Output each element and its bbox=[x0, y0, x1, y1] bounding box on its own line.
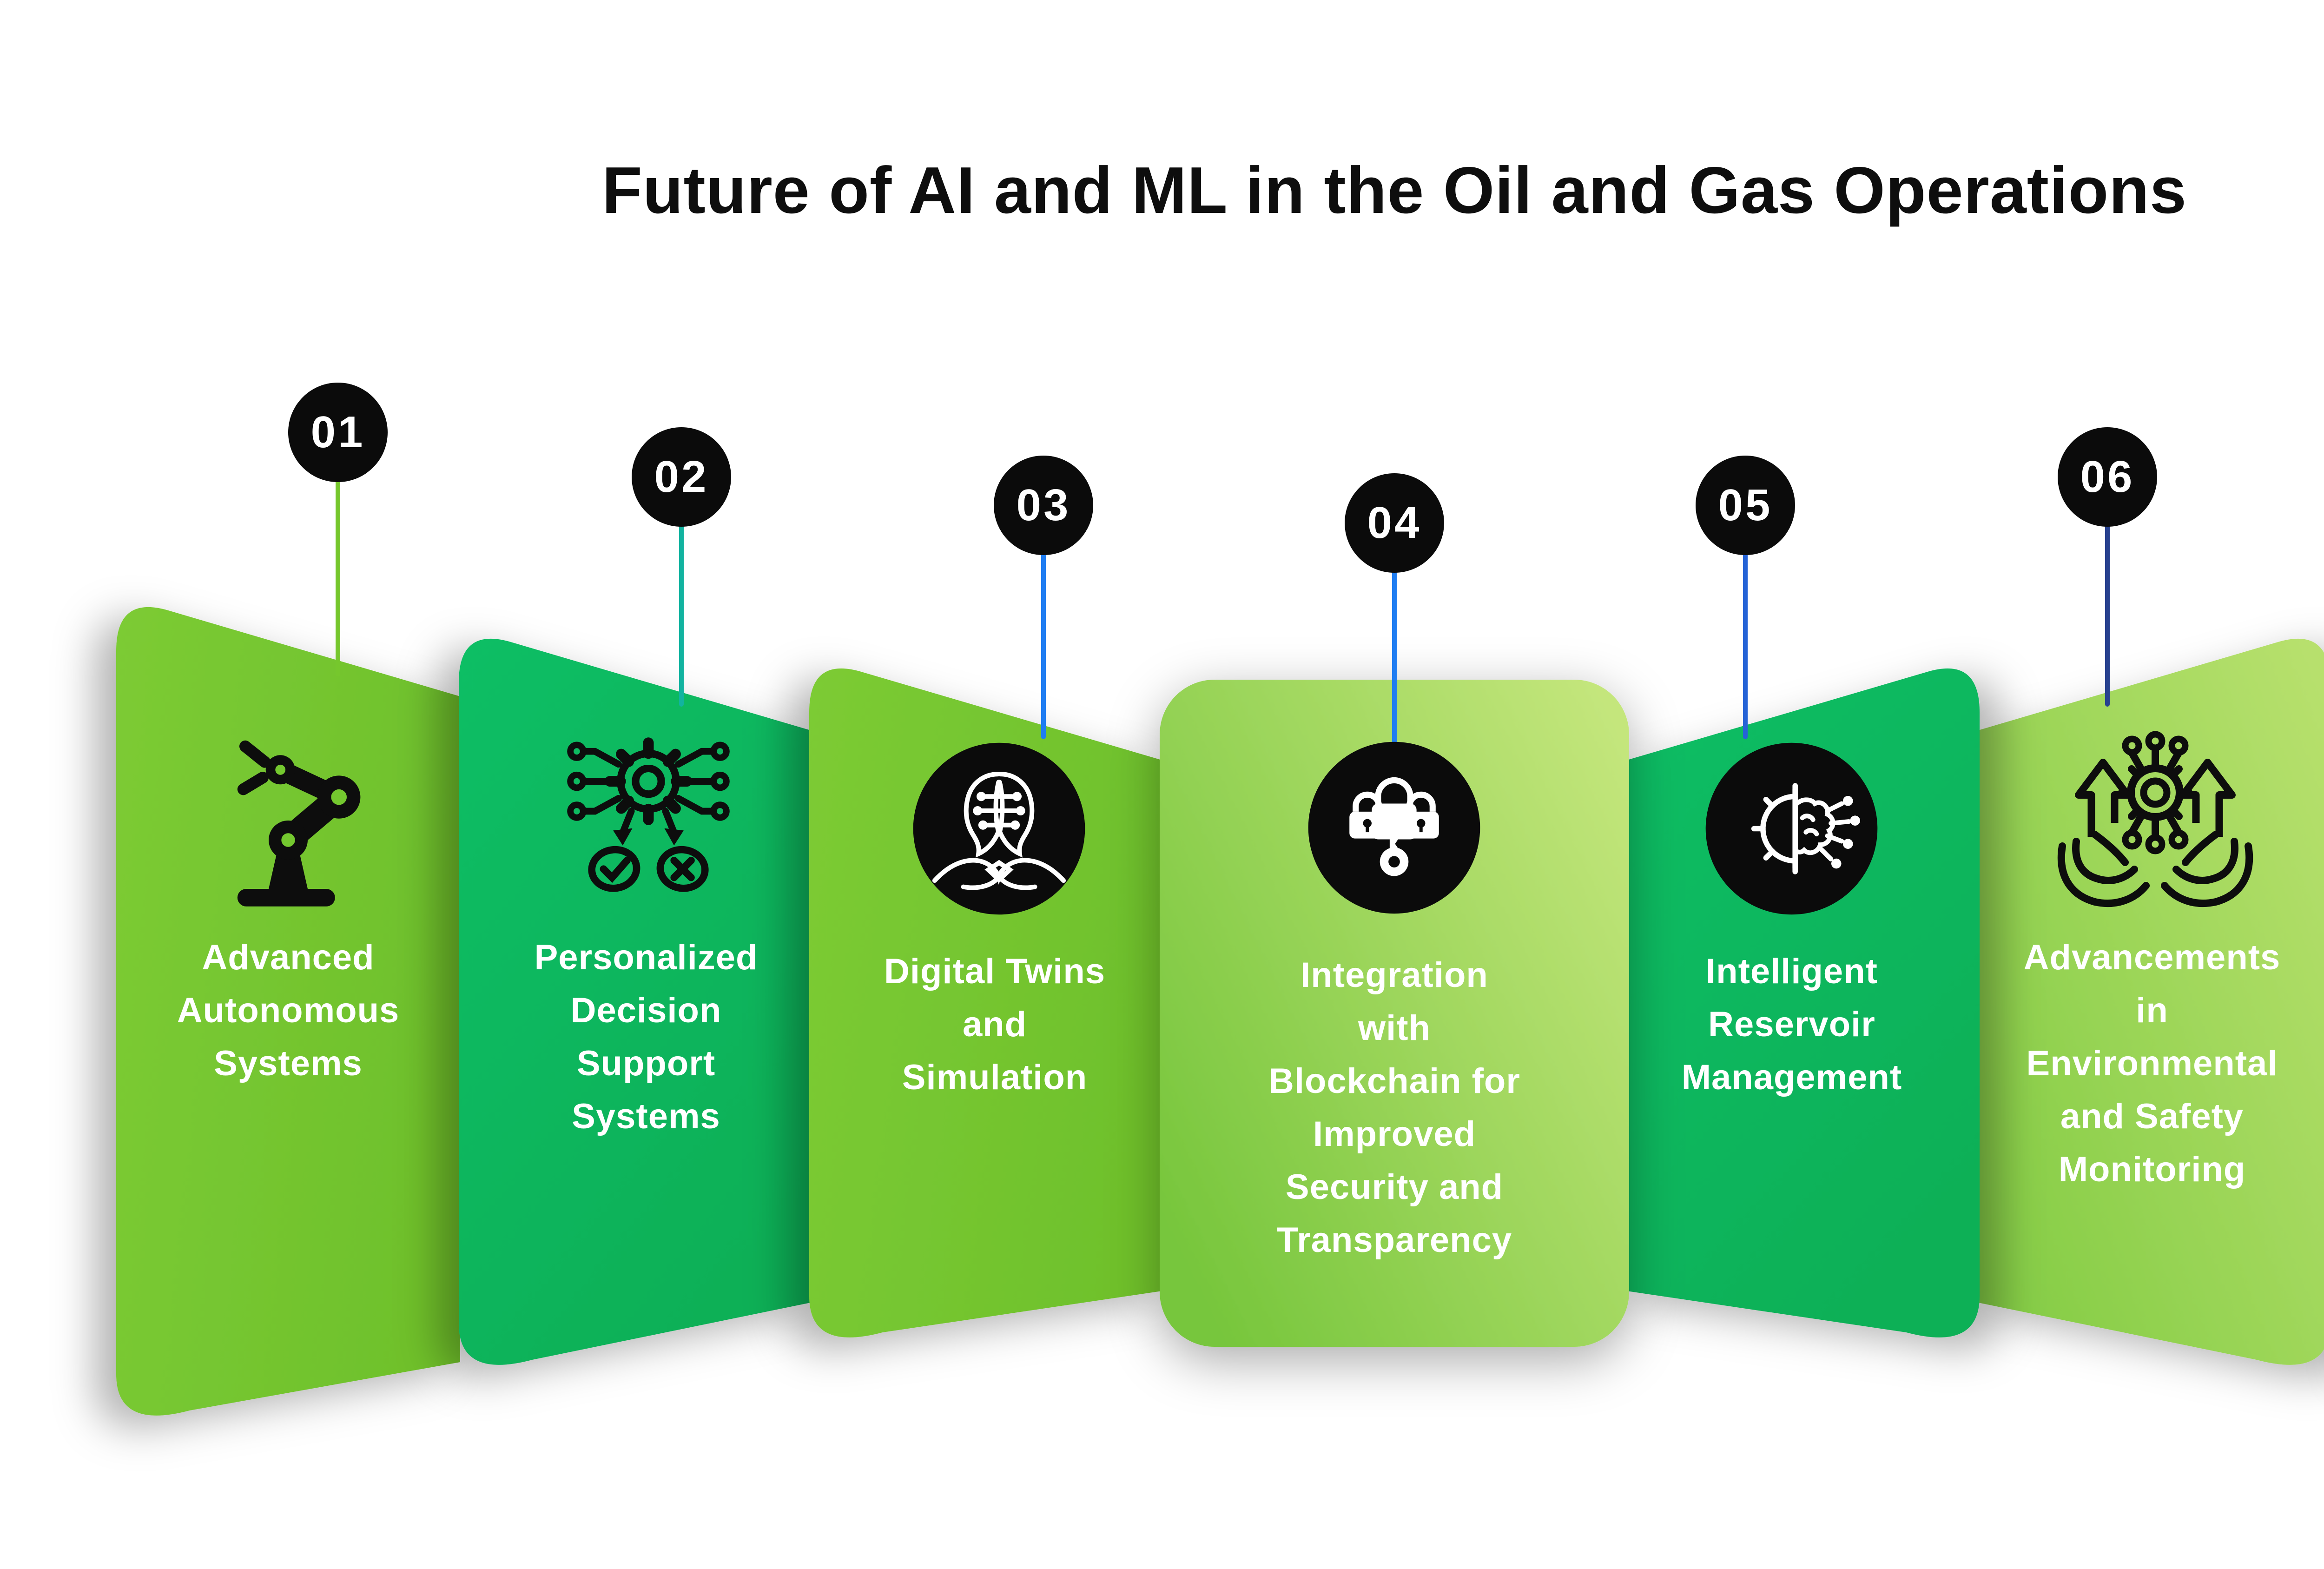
panel-shape-4 bbox=[1160, 680, 1629, 1347]
step-number-4-label: 04 bbox=[1367, 498, 1422, 548]
digital-twins-icon bbox=[910, 739, 1089, 918]
reservoir-ai-icon bbox=[1702, 739, 1881, 918]
step-number-1-label: 01 bbox=[310, 407, 365, 457]
page-title: Future of AI and ML in the Oil and Gas O… bbox=[602, 153, 2187, 227]
decision-gear-icon bbox=[523, 704, 774, 918]
connector-line-1 bbox=[336, 477, 340, 676]
panel-shape-6 bbox=[1978, 638, 2324, 1365]
step-number-4: 04 bbox=[1345, 473, 1444, 573]
panel-label-4: Integration with Blockchain for Improved… bbox=[1268, 955, 1520, 1260]
connector-line-6 bbox=[2105, 521, 2110, 707]
step-number-2: 02 bbox=[632, 427, 731, 527]
step-number-6: 06 bbox=[2058, 427, 2157, 527]
blockchain-locks-icon bbox=[1305, 738, 1484, 917]
panel-label-3: Digital Twins and Simulation bbox=[884, 952, 1106, 1097]
panel-shape-1 bbox=[116, 607, 460, 1416]
step-number-5: 05 bbox=[1696, 456, 1795, 555]
step-number-5-label: 05 bbox=[1718, 480, 1773, 530]
panel-label-6: Advancements in Environmental and Safety… bbox=[2023, 938, 2281, 1189]
panel-label-2: Personalized Decision Support Systems bbox=[534, 938, 758, 1136]
step-number-1: 01 bbox=[288, 383, 388, 482]
robot-arm-icon bbox=[191, 723, 386, 918]
step-number-2-label: 02 bbox=[654, 452, 709, 502]
panel-label-1: Advanced Autonomous Systems bbox=[177, 938, 400, 1083]
connector-line-4 bbox=[1392, 567, 1397, 800]
step-number-3-label: 03 bbox=[1016, 480, 1071, 530]
connector-line-2 bbox=[679, 521, 684, 707]
step-number-6-label: 06 bbox=[2080, 452, 2135, 502]
panel-label-5: Intelligent Reservoir Management bbox=[1681, 952, 1902, 1097]
connector-line-5 bbox=[1743, 549, 1748, 739]
panel-label-7: Increased Use of AI for Energy Transitio… bbox=[2320, 903, 2324, 1115]
connector-line-3 bbox=[1041, 549, 1046, 739]
monitoring-hands-icon bbox=[2039, 707, 2271, 939]
step-number-3: 03 bbox=[994, 456, 1093, 555]
